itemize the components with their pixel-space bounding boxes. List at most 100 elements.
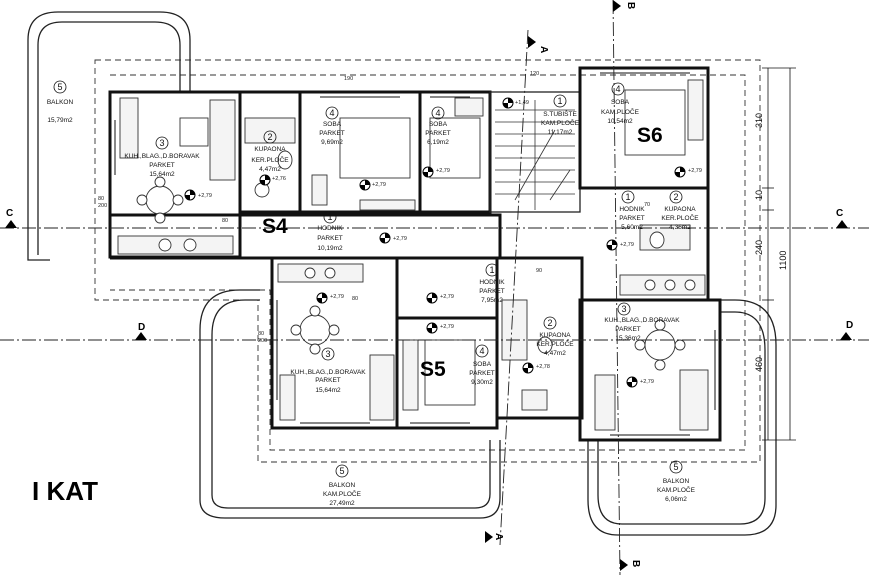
section-c-left-label: C (6, 208, 13, 219)
section-d-left-label: D (138, 322, 145, 333)
room-s4-bath-name: KUPAONA (254, 146, 286, 153)
dim-80-b: 80 (352, 296, 358, 302)
staircase (495, 100, 575, 210)
room-stair-num: 1 (557, 96, 562, 106)
dim-220-a: 200 (98, 203, 107, 209)
room-stair-floor: KAM.PLOČE (541, 118, 580, 127)
level-s6-living: +2,79 (640, 379, 654, 385)
room-s4-living-area: 15,64m2 (149, 171, 175, 178)
dim-80-a: 80 (222, 218, 228, 224)
unit-label-s6: S6 (637, 124, 663, 147)
section-a-bottom-label: A (493, 533, 504, 540)
room-s4-hall-floor: PARKET (317, 235, 343, 242)
room-s5-living-area: 15,64m2 (315, 387, 341, 394)
level-s4-living: +2,79 (198, 193, 212, 199)
level-s6-room: +2,79 (688, 168, 702, 174)
dim-70: 70 (644, 202, 650, 208)
room-balcony-nw-name: BALKON (47, 99, 74, 106)
room-s4-room1-num: 4 (329, 108, 334, 118)
room-s5-hall-name: HODNIK (479, 279, 505, 286)
section-a-bottom-marker (485, 531, 493, 543)
level-s5-living: +2,79 (330, 294, 344, 300)
room-s4-living-floor: PARKET (149, 162, 175, 169)
room-s4-room1-area: 9,69m2 (321, 139, 343, 146)
room-s5-bath-name: KUPAONA (539, 332, 571, 339)
windows (109, 67, 721, 441)
room-balcony-s-name: BALKON (329, 482, 356, 489)
room-balcony-s-area: 27,49m2 (329, 500, 355, 507)
dim-200-a: 80 (98, 196, 104, 202)
balcony-nw-outline (27, 11, 191, 261)
dim-240: 240 (754, 240, 764, 255)
room-balcony-s-floor: KAM.PLOČE (323, 489, 362, 498)
room-s5-bath-num: 2 (547, 318, 552, 328)
room-s4-room2-num: 4 (435, 108, 440, 118)
room-s6-living-area: 15,36m2 (615, 335, 641, 342)
floor-title: I KAT (32, 476, 98, 506)
room-s6-hall-num: 1 (625, 192, 630, 202)
dim-190: 190 (344, 76, 353, 82)
room-balcony-se-area: 6,06m2 (665, 496, 687, 503)
balcony-se-inner (597, 311, 766, 525)
section-d-left-marker (135, 332, 147, 340)
room-s6-room-floor: KAM.PLOČE (601, 107, 640, 116)
room-s4-room1-floor: PARKET (319, 130, 345, 137)
dim-120: 120 (530, 71, 539, 77)
room-s4-bath-floor: KER.PLOČE (251, 155, 289, 164)
room-stair-name: S.TUBIŠTE (543, 109, 577, 118)
room-s4-room2-floor: PARKET (425, 130, 451, 137)
room-s4-hall-area: 10,19m2 (317, 245, 343, 252)
dim-1100: 1100 (778, 251, 788, 270)
section-c-left-marker (5, 220, 17, 228)
room-s6-bath-area: 4,36m2 (669, 224, 691, 231)
room-s5-living-name: KUH.,BLAG.,D.BORAVAK (290, 369, 366, 376)
level-s5-room: +2,79 (440, 324, 454, 330)
level-s4-hall: +2,79 (393, 236, 407, 242)
level-s6-hall: +2,79 (620, 242, 634, 248)
balcony-south-inner (211, 299, 491, 509)
section-b-top-marker (613, 0, 621, 12)
level-stair: +1,49 (515, 100, 529, 106)
balcony-south-outline (199, 289, 501, 519)
room-s6-bath-name: KUPAONA (664, 206, 696, 213)
room-balcony-nw-area: 15,79m2 (47, 117, 73, 124)
level-s4-bath: +2,76 (272, 176, 286, 182)
room-s5-room-num: 4 (479, 346, 484, 356)
unit-label-s5: S5 (420, 358, 446, 381)
room-s6-living-num: 3 (621, 304, 626, 314)
room-s5-living-floor: PARKET (315, 377, 341, 384)
room-s6-hall-name: HODNIK (619, 206, 645, 213)
section-a-top-label: A (538, 46, 549, 53)
room-number-circles (53, 80, 683, 478)
section-d-right-marker (840, 332, 852, 340)
room-balcony-se-name: BALKON (663, 478, 690, 485)
dim-10: 10 (754, 190, 764, 200)
room-balcony-se-floor: KAM.PLOČE (657, 485, 696, 494)
room-s4-living-name: KUH.,BLAG.,D.BORAVAK (124, 153, 200, 160)
room-stair-area: 11,17m2 (548, 129, 573, 136)
room-balcony-s-num: 5 (339, 466, 344, 476)
dim-460: 460 (754, 357, 764, 372)
section-b-bottom-marker (620, 559, 628, 571)
room-s4-room1-name: SOBA (323, 121, 342, 128)
section-c-right-marker (836, 220, 848, 228)
room-s4-room2-name: SOBA (429, 121, 448, 128)
level-s5-hall: +2,79 (440, 294, 454, 300)
balcony-nw-inner (37, 21, 181, 255)
section-b-top-label: B (625, 2, 636, 9)
room-s6-bath-num: 2 (673, 192, 678, 202)
room-s5-room-name: SOBA (473, 361, 492, 368)
room-s6-hall-area: 5,60m2 (621, 224, 643, 231)
room-s4-bath-area: 4,47m2 (259, 166, 281, 173)
room-balcony-se-num: 5 (673, 462, 678, 472)
room-s4-hall-name: HODNIK (317, 225, 343, 232)
balcony-se-outline (587, 299, 777, 536)
unit-label-s4: S4 (262, 215, 288, 238)
room-s4-living-num: 3 (159, 138, 164, 148)
room-s6-living-name: KUH.,BLAG.,D.BORAVAK (604, 317, 680, 324)
room-s6-room-area: 10,54m2 (607, 118, 633, 125)
room-s5-room-area: 9,30m2 (471, 379, 493, 386)
dimension-chain (762, 67, 796, 441)
level-s5-bath: +2,78 (536, 364, 550, 370)
